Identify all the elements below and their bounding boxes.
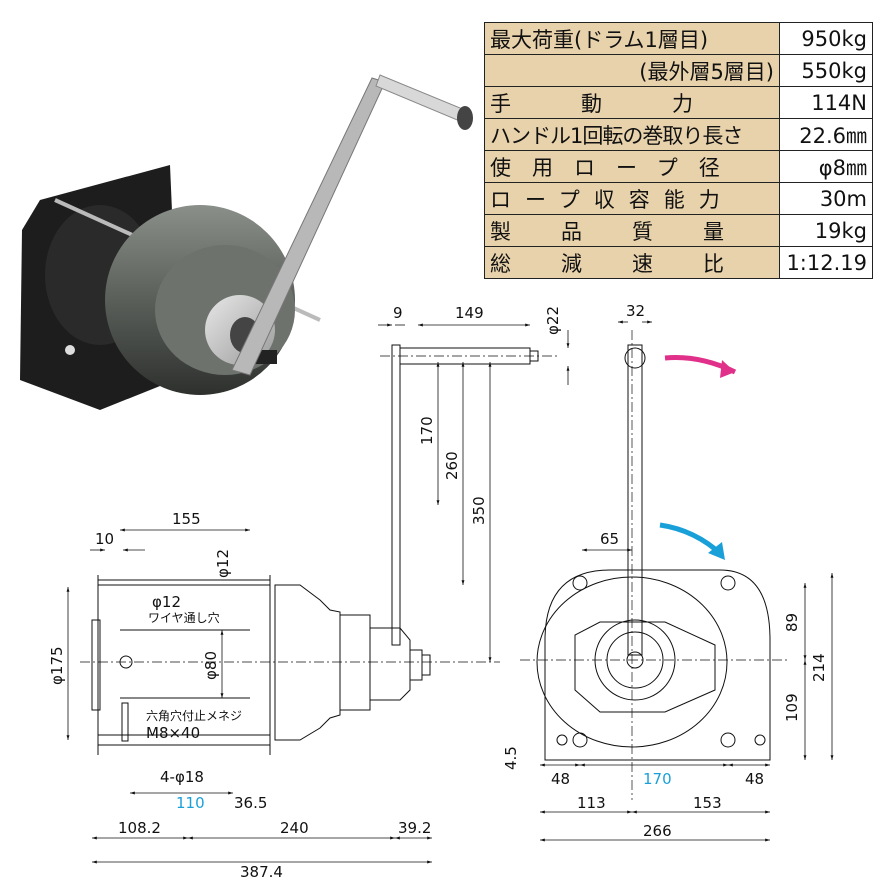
spec-value: 1:12.19 bbox=[779, 246, 873, 279]
winch-photo bbox=[20, 74, 473, 410]
spec-row: 製品質量 19kg bbox=[484, 214, 873, 247]
dim-113: 113 bbox=[577, 794, 606, 812]
dim-175: φ175 bbox=[48, 646, 66, 685]
side-handle-arm bbox=[391, 344, 401, 646]
dim-12-vertical: φ12 bbox=[214, 549, 232, 578]
bolt-size: M8×40 bbox=[146, 724, 200, 742]
front-frame bbox=[544, 569, 771, 761]
dim-12-hole: φ12 bbox=[152, 593, 181, 611]
spec-value: 22.6㎜ bbox=[779, 118, 873, 151]
bolt-note: 六角穴付止メネジ bbox=[146, 708, 242, 723]
side-gearbox bbox=[274, 584, 341, 741]
dim-109: 109 bbox=[783, 693, 801, 722]
dim-80: φ80 bbox=[202, 651, 220, 680]
dim-387-4: 387.4 bbox=[240, 863, 283, 881]
dim-170-vertical: 170 bbox=[418, 416, 436, 445]
dim-214: 214 bbox=[810, 653, 828, 682]
spec-label: 最大荷重(ドラム1層目) bbox=[484, 22, 780, 55]
spec-value: 550kg bbox=[779, 54, 873, 87]
spec-row: 最大荷重(ドラム1層目) 950kg bbox=[484, 22, 873, 55]
spec-label: ロープ収容能力 bbox=[484, 182, 780, 215]
spec-row: ロープ収容能力 30m bbox=[484, 182, 873, 215]
spec-label: 総減速比 bbox=[484, 246, 780, 279]
dim-266: 266 bbox=[643, 822, 672, 840]
spec-value: 30m bbox=[779, 182, 873, 215]
front-handle-grip bbox=[624, 347, 646, 369]
technical-drawing: 9 149 φ22 170 260 350 32 65 155 10 φ12 φ… bbox=[48, 302, 834, 881]
dim-110: 110 bbox=[176, 794, 205, 812]
dim-36-5: 36.5 bbox=[234, 794, 267, 812]
spec-row: ハンドル1回転の巻取り長さ 22.6㎜ bbox=[484, 118, 873, 151]
spec-row: 使用ロープ径 φ8㎜ bbox=[484, 150, 873, 183]
dim-65: 65 bbox=[600, 530, 619, 548]
wire-hole-note: ワイヤ通し穴 bbox=[148, 610, 220, 625]
dim-155: 155 bbox=[172, 510, 201, 528]
dim-32: 32 bbox=[626, 302, 645, 320]
spec-label: ハンドル1回転の巻取り長さ bbox=[484, 118, 780, 151]
spec-row: (最外層5層目) 550kg bbox=[484, 54, 873, 87]
spec-label: (最外層5層目) bbox=[484, 54, 780, 87]
dim-149: 149 bbox=[455, 304, 484, 322]
spec-value: 19kg bbox=[779, 214, 873, 247]
dim-9: 9 bbox=[393, 304, 403, 322]
dim-4x18: 4-φ18 bbox=[160, 768, 204, 786]
dim-170-horizontal: 170 bbox=[643, 770, 672, 788]
dim-260: 260 bbox=[443, 451, 461, 480]
spec-value: 114N bbox=[779, 86, 873, 119]
dim-22: φ22 bbox=[544, 306, 562, 335]
dim-4-5: 4.5 bbox=[502, 746, 520, 770]
setscrew bbox=[121, 702, 129, 742]
front-handle-arm bbox=[627, 344, 643, 656]
spec-table: 最大荷重(ドラム1層目) 950kg (最外層5層目) 550kg 手動力 11… bbox=[484, 22, 873, 279]
dim-153: 153 bbox=[693, 794, 722, 812]
dim-48-left: 48 bbox=[551, 770, 570, 788]
dim-350: 350 bbox=[470, 496, 488, 525]
winch-handle bbox=[231, 74, 473, 376]
spec-row: 手動力 114N bbox=[484, 86, 873, 119]
spec-value: φ8㎜ bbox=[779, 150, 873, 183]
spec-value: 950kg bbox=[779, 22, 873, 55]
dim-89: 89 bbox=[783, 613, 801, 632]
spec-label: 手動力 bbox=[484, 86, 780, 119]
spec-label: 使用ロープ径 bbox=[484, 150, 780, 183]
dim-240: 240 bbox=[280, 819, 309, 837]
dim-10: 10 bbox=[95, 530, 114, 548]
dim-108-2: 108.2 bbox=[118, 819, 161, 837]
dim-48-right: 48 bbox=[745, 770, 764, 788]
spec-row: 総減速比 1:12.19 bbox=[484, 246, 873, 279]
dim-39-2: 39.2 bbox=[398, 819, 431, 837]
spec-label: 製品質量 bbox=[484, 214, 780, 247]
